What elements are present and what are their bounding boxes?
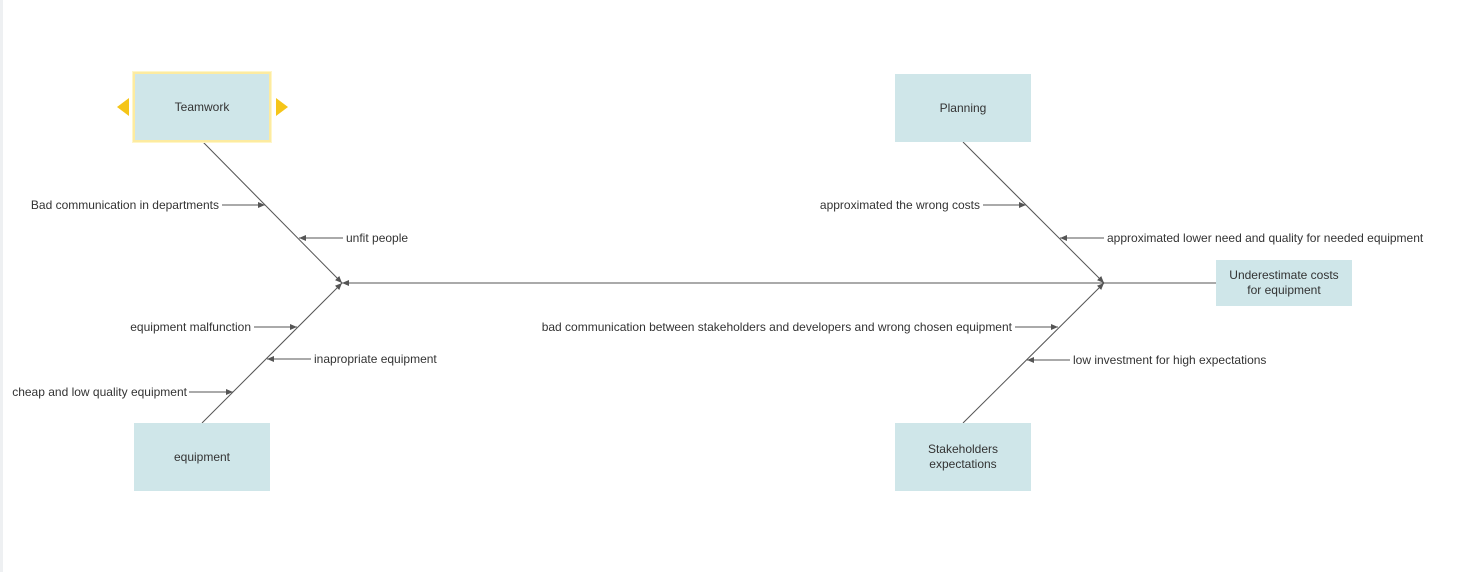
cause-label-equipment-3[interactable]: cheap and low quality equipment xyxy=(12,385,187,399)
category-box-equipment[interactable]: equipment xyxy=(134,423,270,491)
bone-planning[interactable] xyxy=(962,141,1105,284)
cause-label-stakeholders-2[interactable]: low investment for high expectations xyxy=(1073,353,1267,367)
cause-label-equipment-2[interactable]: inapropriate equipment xyxy=(314,352,437,366)
cause-label-planning-2[interactable]: approximated lower need and quality for … xyxy=(1107,231,1424,245)
bone-equipment[interactable] xyxy=(201,282,343,424)
cause-label-stakeholders-1[interactable]: bad communication between stakeholders a… xyxy=(541,320,1012,334)
resize-handle-left-icon[interactable] xyxy=(117,98,129,116)
category-box-planning[interactable]: Planning xyxy=(895,74,1031,142)
cause-label-teamwork-2[interactable]: unfit people xyxy=(346,231,409,245)
effect-box[interactable]: Underestimate costs for equipment xyxy=(1216,260,1352,306)
cause-label-planning-1[interactable]: approximated the wrong costs xyxy=(819,198,980,212)
canvas-left-edge xyxy=(0,0,3,572)
bone-stakeholders[interactable] xyxy=(962,282,1105,424)
bone-teamwork[interactable] xyxy=(202,141,343,284)
cause-label-equipment-1[interactable]: equipment malfunction xyxy=(130,320,251,334)
resize-handle-right-icon[interactable] xyxy=(276,98,288,116)
category-box-teamwork[interactable]: Teamwork xyxy=(133,72,271,142)
cause-label-teamwork-1[interactable]: Bad communication in departments xyxy=(30,198,219,212)
category-box-stakeholders[interactable]: Stakeholders expectations xyxy=(895,423,1031,491)
